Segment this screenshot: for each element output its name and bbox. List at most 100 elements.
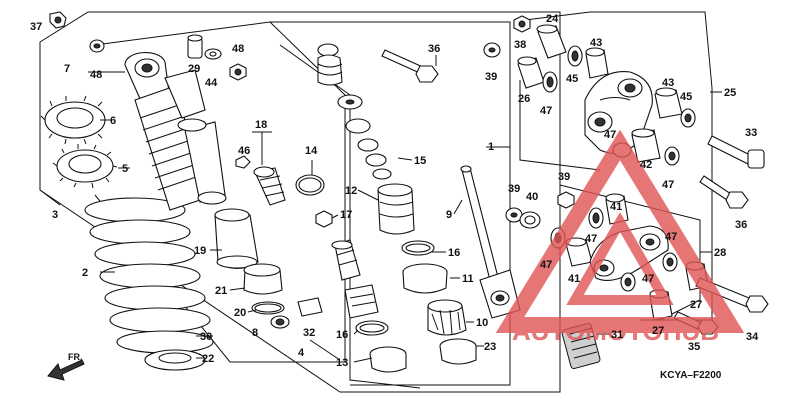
callout-5: 5 <box>122 163 128 175</box>
callout-9: 9 <box>446 209 452 221</box>
callout-46: 46 <box>238 145 250 157</box>
oring-14 <box>295 174 325 196</box>
piston-12 <box>377 183 415 235</box>
callout-41-b: 41 <box>610 201 622 213</box>
callout-38: 38 <box>514 39 526 51</box>
callout-43-mid: 43 <box>662 77 674 89</box>
callout-26: 26 <box>518 93 530 105</box>
callout-10: 10 <box>476 317 488 329</box>
callout-35: 35 <box>688 341 700 353</box>
callout-31: 31 <box>611 329 623 341</box>
adjuster-valve-18 <box>253 166 286 206</box>
callout-27-b: 27 <box>652 325 664 337</box>
callout-47-top: 47 <box>540 105 552 117</box>
collar-26 <box>517 56 545 89</box>
seal-47-link-b <box>588 207 604 229</box>
callout-47-link-d: 47 <box>642 273 654 285</box>
callout-45-mid: 45 <box>680 91 692 103</box>
seal-45-top <box>567 45 583 67</box>
callout-18: 18 <box>255 119 267 131</box>
collar-44 <box>204 48 222 60</box>
callout-19: 19 <box>194 245 206 257</box>
bearing-43-top <box>585 47 609 79</box>
direction-arrow: FR. <box>47 352 85 381</box>
callout-32: 32 <box>303 327 315 339</box>
nut-8 <box>270 315 290 329</box>
callout-27-a: 27 <box>690 299 702 311</box>
callout-17: 17 <box>340 209 352 221</box>
washer-39-mid <box>505 207 523 223</box>
bushing-13 <box>369 346 407 373</box>
callout-43-top: 43 <box>590 37 602 49</box>
callout-47-link-b: 47 <box>585 233 597 245</box>
callout-44: 44 <box>205 77 218 89</box>
washer-48-left <box>89 39 105 53</box>
clip-20 <box>251 301 285 315</box>
callout-33: 33 <box>745 127 757 139</box>
damper-rod-9 <box>460 165 501 289</box>
callout-28: 28 <box>714 247 726 259</box>
callout-21: 21 <box>215 285 227 297</box>
callout-16-lower: 16 <box>336 329 348 341</box>
oring-16-upper <box>401 240 435 256</box>
callout-4: 4 <box>298 347 305 359</box>
dust-seal-21 <box>243 263 283 295</box>
callout-23: 23 <box>484 341 496 353</box>
callout-11: 11 <box>462 273 474 285</box>
nut-37 <box>49 11 67 29</box>
callout-48-top: 48 <box>232 43 244 55</box>
stopper-32 <box>297 297 323 317</box>
bushing-29 <box>187 34 203 59</box>
seal-45-mid <box>680 108 696 128</box>
washer-39-right <box>557 191 575 209</box>
callout-36-top: 36 <box>428 43 440 55</box>
callout-12: 12 <box>345 185 357 197</box>
washer-39-top <box>483 42 501 58</box>
callout-47-link-a: 47 <box>540 259 552 271</box>
callout-1: 1 <box>488 141 494 153</box>
nut-17 <box>315 210 333 228</box>
callout-39-mid: 39 <box>508 183 520 195</box>
callout-42: 42 <box>640 159 652 171</box>
shock-spring-2 <box>84 197 214 354</box>
bolt-36-top <box>381 49 439 83</box>
callout-41-a: 41 <box>568 273 580 285</box>
callout-15: 15 <box>414 155 426 167</box>
nut-48-top <box>229 63 247 81</box>
callout-30: 30 <box>200 331 212 343</box>
callout-48-left: 48 <box>90 69 102 81</box>
oring-16-lower <box>355 320 389 336</box>
callout-8: 8 <box>252 327 258 339</box>
callout-36-right: 36 <box>735 219 747 231</box>
seal-47-mid <box>664 146 680 166</box>
shock-lower-mount-1 <box>479 269 521 319</box>
seal-47-link-c <box>662 252 678 272</box>
callout-22: 22 <box>202 353 214 365</box>
callout-25: 25 <box>724 87 736 99</box>
collar-24 <box>536 24 567 59</box>
seal-47-link-d <box>620 272 636 292</box>
seal-47-top-left <box>542 71 558 93</box>
bottom-cup-10 <box>427 299 467 336</box>
callout-6: 6 <box>110 115 116 127</box>
callout-7: 7 <box>64 63 70 75</box>
callout-20: 20 <box>234 307 246 319</box>
damper-body-7 <box>124 52 227 211</box>
callout-45-top: 45 <box>566 73 578 85</box>
callout-14: 14 <box>305 145 318 157</box>
bolt-33 <box>707 135 765 169</box>
callout-16-upper: 16 <box>448 247 460 259</box>
bearing-43-mid <box>654 87 683 119</box>
callout-3: 3 <box>52 209 58 221</box>
callout-2: 2 <box>82 267 88 279</box>
callout-34: 34 <box>746 331 759 343</box>
collar-40 <box>519 211 541 229</box>
callout-39-top: 39 <box>485 71 497 83</box>
cushion-stack-center <box>331 239 379 319</box>
direction-label: FR. <box>68 352 83 362</box>
callout-24: 24 <box>546 13 559 25</box>
leader-lines <box>88 55 722 363</box>
callout-47-link-c: 47 <box>665 231 677 243</box>
rebound-stack-15 <box>317 43 392 180</box>
